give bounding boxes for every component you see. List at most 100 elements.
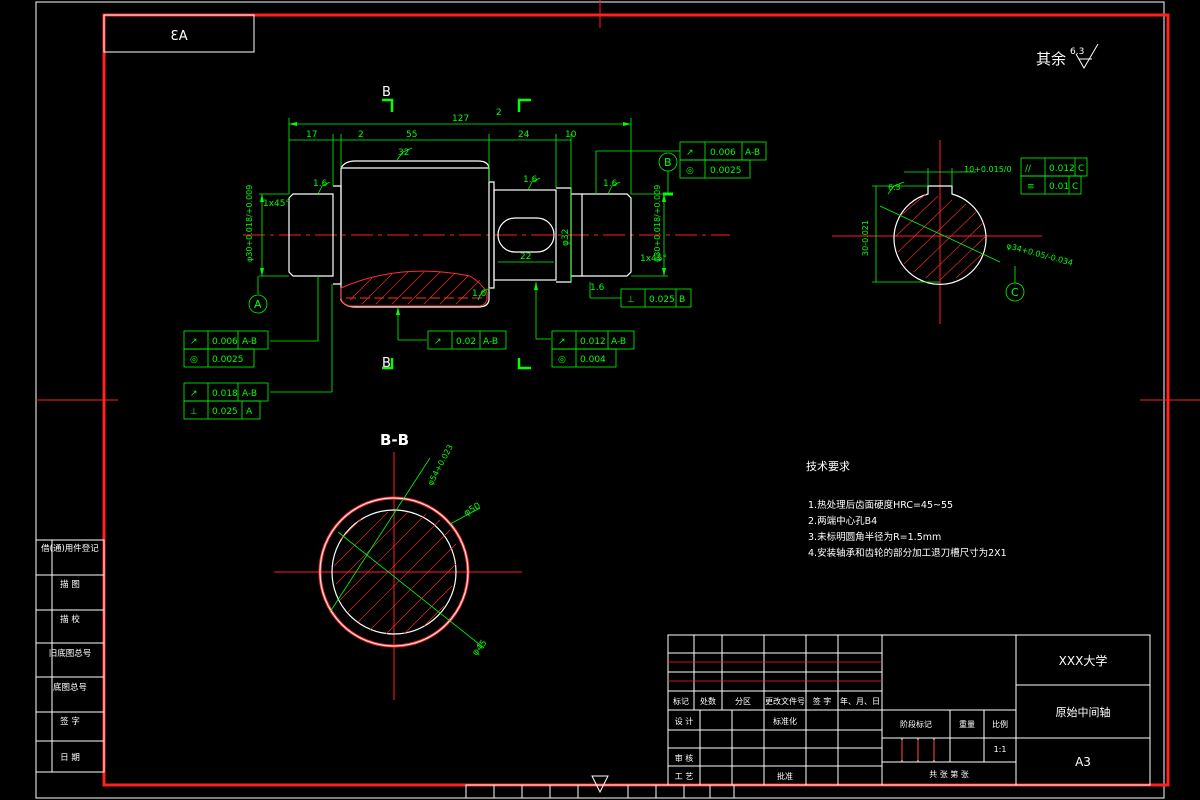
rough-16c: 1.6 (603, 179, 618, 189)
gdt-sym-2: ◎ (686, 166, 694, 176)
gdt-val-8: 0.012 (580, 337, 606, 347)
gdt-ref-8: A-B (611, 337, 626, 347)
format-mirror-label: A3 (170, 29, 187, 44)
gdt-val-5: 0.018 (212, 389, 238, 399)
gdt-sym-4: ◎ (190, 355, 198, 365)
gdt-ref-3: A-B (242, 337, 257, 347)
side-label-1: 借(通)用件登记 (41, 543, 99, 554)
tb-row-label-6: 年、月、日 (840, 696, 880, 706)
section-bb-dia45: φ45 (471, 638, 490, 658)
tb-format: A3 (1075, 755, 1091, 769)
dim-dia-right: φ30+0.018/+0.009 (653, 185, 662, 262)
tech-req-item-1: 1.热处理后齿面硬度HRC=45~55 (808, 499, 953, 511)
tb-stage-mark: 阶段标记 (900, 719, 932, 729)
gdt-sym-3: ↗ (190, 337, 198, 347)
tb-ratio: 比例 (992, 719, 1008, 729)
dim-chamfer-left: 1x45° (263, 199, 290, 209)
gdt-val-2: 0.0025 (710, 166, 742, 176)
rough-16e: 1.6 (590, 283, 605, 293)
gdt-ref-5: A-B (242, 389, 257, 399)
gdt-ref-1: A-B (745, 148, 760, 158)
gdt-sym-1: ↗ (686, 148, 694, 158)
roughness-value: 6.3 (1070, 47, 1084, 57)
side-label-5: 底图总号 (53, 682, 87, 693)
section-width-dim: 10+0.015/0 (964, 165, 1012, 174)
side-label-3: 描 校 (60, 614, 80, 625)
gdt-ref-6: A (246, 407, 253, 417)
side-label-2: 描 图 (60, 579, 80, 590)
tb-university: XXX大学 (1059, 653, 1108, 668)
side-label-6: 签 字 (60, 716, 80, 727)
dim-55: 55 (406, 130, 417, 140)
dim-keyway: 22 (520, 252, 531, 262)
gdt-sym-12: ≡ (1027, 182, 1035, 192)
outer-border (35, 1, 1165, 799)
tech-req-item-2: 2.两端中心孔B4 (808, 515, 877, 527)
section-bb-dia54: φ54+0.023 (426, 443, 455, 487)
dim-overall: 127 (452, 114, 469, 124)
section-dia-dim: φ34+0.05/-0.034 (1005, 241, 1073, 267)
gdt-ref-10: B (679, 295, 685, 305)
section-bb-title: B-B (380, 431, 409, 449)
rough-16d: 1.6 (472, 289, 487, 299)
tb-process: 工 艺 (675, 772, 694, 781)
dim-10: 10 (565, 130, 577, 140)
section-bb-dia50: φ50 (463, 501, 483, 518)
dim-2b: 2 (496, 108, 502, 118)
gdt-sym-9: ◎ (558, 355, 566, 365)
gdt-ref-11: C (1078, 164, 1084, 174)
side-label-4: 旧底图总号 (49, 648, 92, 659)
tb-review: 审 核 (675, 753, 694, 763)
tb-row-label-3: 分区 (735, 697, 751, 706)
gdt-val-4: 0.0025 (212, 355, 244, 365)
orientation-triangle-icon (591, 775, 609, 794)
tech-req-item-3: 3.未标明圆角半径为R=1.5mm (808, 531, 941, 543)
gdt-ref-7: A-B (483, 337, 498, 347)
tb-scale: 1:1 (994, 745, 1007, 754)
tb-weight: 重量 (959, 719, 975, 729)
tb-row-label-5: 签 字 (813, 696, 832, 706)
dim-17: 17 (306, 130, 317, 140)
dim-dia-32: φ32 (561, 229, 571, 246)
tb-row-label-1: 标记 (673, 696, 689, 706)
gdt-ref-12: C (1072, 182, 1078, 192)
tb-design: 设 计 (675, 716, 694, 726)
side-label-7: 日 期 (60, 753, 80, 763)
section-marker-top: B (382, 85, 391, 100)
shaft-main-view (243, 160, 730, 308)
keyway-section-view: 10+0.015/0 30-0.021 φ34+0.05/-0.034 6.3 … (832, 140, 1074, 324)
tb-part-name: 原始中间轴 (1056, 705, 1111, 719)
gdt-val-7: 0.02 (456, 337, 476, 347)
rough-16b: 1.6 (523, 175, 538, 185)
gdt-sym-7: ↗ (434, 337, 442, 347)
dim-dia-left: φ30+0.018/+0.009 (245, 185, 254, 262)
rough-16a: 1.6 (313, 179, 328, 189)
inner-border (102, 13, 1170, 787)
datum-a: A (254, 298, 262, 311)
gdt-val-3: 0.006 (212, 337, 238, 347)
tech-req-title: 技术要求 (806, 460, 850, 473)
gdt-sym-5: ↗ (190, 389, 198, 399)
section-rough: 6.3 (888, 183, 901, 192)
roughness-label: 其余 (1036, 50, 1066, 68)
tb-row-label-2: 处数 (700, 696, 716, 706)
section-bb-view: B-B φ54+0.023 φ50 φ45 (274, 431, 522, 700)
dim-2a: 2 (358, 130, 364, 140)
datum-c: C (1011, 286, 1019, 299)
tb-standard: 标准化 (773, 716, 797, 726)
gdt-sym-10: ⊥ (627, 295, 635, 305)
roughness-symbol-icon (1075, 43, 1099, 69)
tb-row-label-4: 更改文件号 (765, 696, 805, 706)
gdt-val-9: 0.004 (580, 355, 606, 365)
gdt-sym-8: ↗ (558, 337, 566, 347)
gdt-val-12: 0.01 (1049, 182, 1069, 192)
gdt-val-6: 0.025 (212, 407, 238, 417)
tb-approve: 批准 (777, 771, 793, 781)
section-marker-bottom: B (382, 356, 391, 371)
gdt-sym-11: // (1025, 164, 1032, 174)
tech-req-item-4: 4.安装轴承和齿轮的部分加工退刀槽尺寸为2X1 (808, 547, 1007, 559)
gdt-val-1: 0.006 (710, 148, 736, 158)
tb-sheets: 共 张 第 张 (929, 769, 969, 779)
side-records-table: 借(通)用件登记 描 图 描 校 旧底图总号 底图总号 签 字 日 期 (35, 539, 105, 773)
